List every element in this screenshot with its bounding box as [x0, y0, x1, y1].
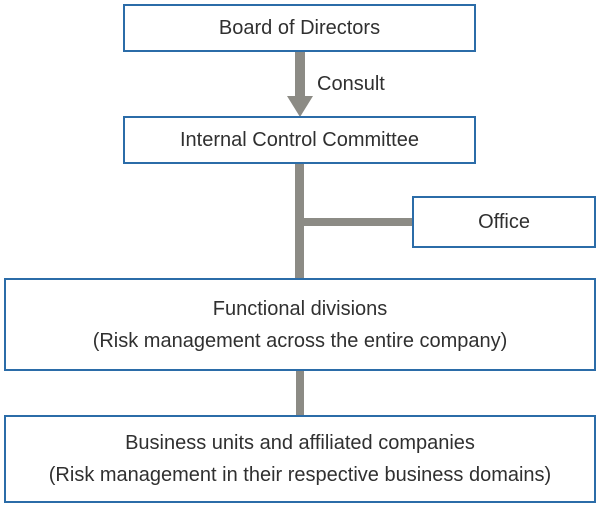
consult-arrow-head-icon: [287, 96, 313, 117]
business-units-label-line2: (Risk management in their respective bus…: [48, 464, 552, 486]
connector-branch-to-office: [299, 218, 412, 226]
board-of-directors-box: Board of Directors: [123, 4, 476, 52]
board-of-directors-label: Board of Directors: [218, 17, 381, 39]
functional-divisions-label-line2: (Risk management across the entire compa…: [92, 329, 508, 352]
office-box: Office: [412, 196, 596, 248]
internal-control-committee-box: Internal Control Committee: [123, 116, 476, 164]
consult-arrow-shaft: [295, 52, 305, 96]
business-units-label-line1: Business units and affiliated companies: [125, 432, 475, 454]
connector-functional-to-business: [296, 371, 304, 415]
internal-control-committee-label: Internal Control Committee: [180, 129, 419, 151]
consult-edge-label: Consult: [317, 73, 385, 95]
functional-divisions-box: Functional divisions (Risk management ac…: [4, 278, 596, 371]
office-label: Office: [478, 211, 530, 233]
business-units-box: Business units and affiliated companies …: [4, 415, 596, 503]
functional-divisions-label-line1: Functional divisions: [212, 297, 388, 320]
